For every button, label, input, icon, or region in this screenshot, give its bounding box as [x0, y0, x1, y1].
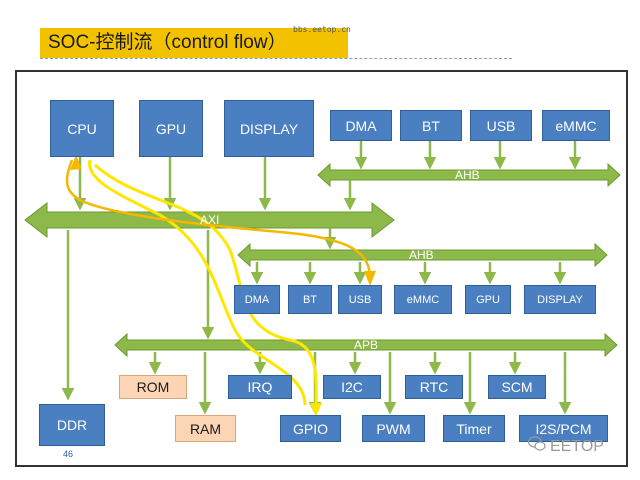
ddr-block: DDR — [39, 404, 105, 446]
ram-block: RAM — [175, 415, 236, 442]
dma-block-mid: DMA — [234, 285, 280, 314]
control-path-gpio-return — [88, 159, 307, 406]
rtc-block: RTC — [405, 375, 463, 399]
dma-block-top: DMA — [330, 110, 392, 141]
source-url: bbs.eetop.cn — [293, 25, 351, 34]
display-block: DISPLAY — [224, 100, 314, 157]
gpu-block: GPU — [139, 100, 203, 157]
control-path-usb-return — [65, 159, 372, 283]
bt-block-top: BT — [400, 110, 462, 141]
slide-title: SOC-控制流（control flow） — [40, 28, 348, 58]
emmc-block-mid: eMMC — [394, 285, 452, 314]
apb-label: APB — [354, 338, 379, 352]
gpio-block: GPIO — [280, 415, 341, 442]
timer-block: Timer — [443, 415, 505, 442]
diagram-frame — [15, 70, 628, 467]
cpu-block: CPU — [50, 100, 114, 157]
apb-bus — [114, 332, 618, 358]
pwm-block: PWM — [362, 415, 425, 442]
usb-block-mid: USB — [338, 285, 382, 314]
rom-block: ROM — [119, 375, 187, 399]
ahb-mid-label: AHB — [409, 248, 434, 262]
emmc-block-top: eMMC — [542, 110, 610, 141]
bt-block-mid: BT — [288, 285, 332, 314]
ahb-mid-bus — [237, 242, 608, 268]
control-arrowhead-gpio — [310, 403, 322, 417]
ahb-top-label: AHB — [455, 168, 480, 182]
i2c-block: I2C — [323, 375, 381, 399]
usb-block-top: USB — [470, 110, 532, 141]
axi-label: AXI — [200, 213, 220, 227]
ahb-top-bus — [317, 162, 621, 188]
watermark: EETOP — [527, 436, 604, 457]
control-arrowhead-cpu — [70, 155, 82, 170]
scm-block: SCM — [488, 375, 546, 399]
bus-connectors — [61, 141, 582, 415]
axi-bus — [24, 201, 395, 239]
page-number: 46 — [63, 449, 74, 459]
control-arrowhead-usb — [364, 271, 376, 286]
gpu-block-mid: GPU — [465, 285, 511, 314]
watermark-text: EETOP — [550, 437, 604, 455]
irq-block: IRQ — [228, 375, 292, 399]
display-block-mid: DISPLAY — [524, 285, 596, 314]
title-divider — [40, 58, 512, 59]
wechat-icon — [527, 436, 546, 457]
